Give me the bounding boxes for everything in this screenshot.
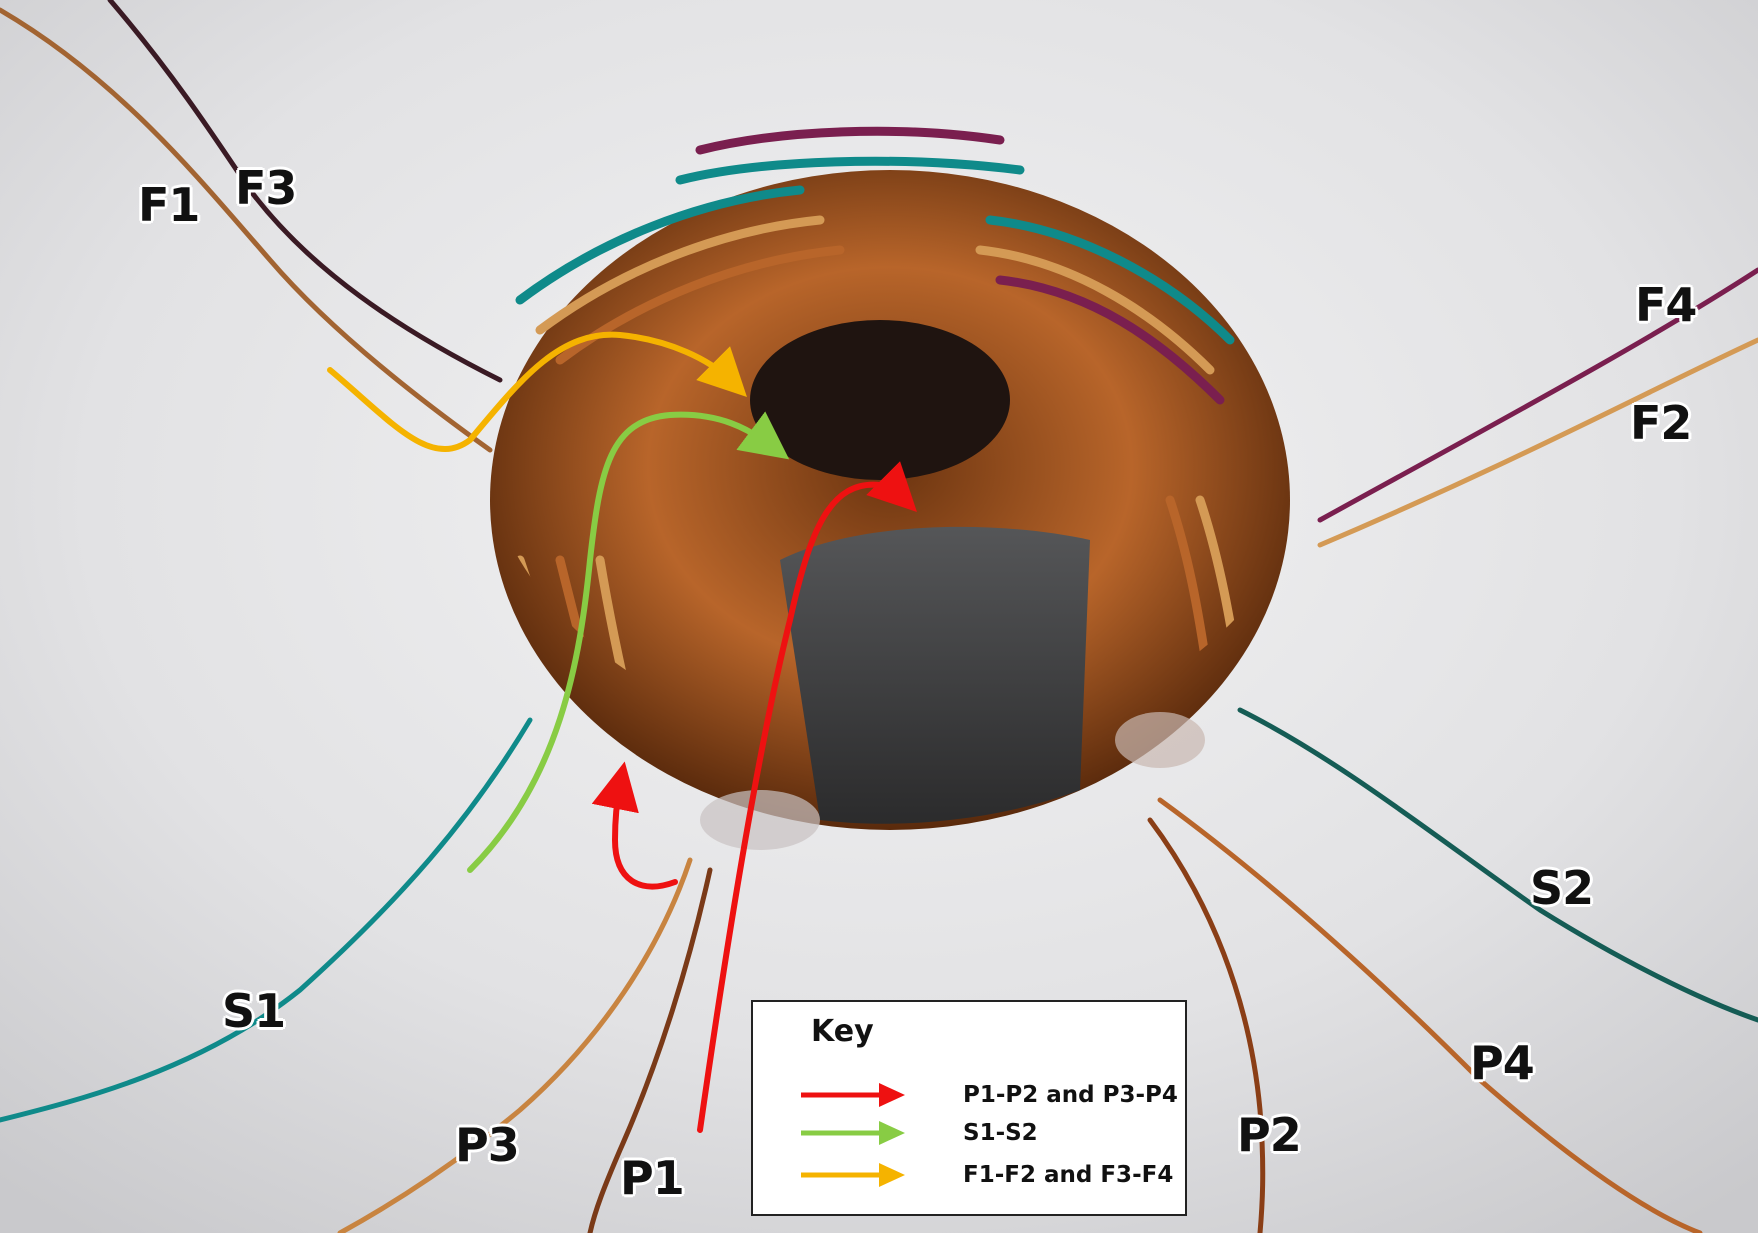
yellow-arrow-icon [801, 1163, 905, 1187]
red-arrow-icon [801, 1083, 905, 1107]
key-title: Key [811, 1014, 874, 1049]
label-f4: F4 [1635, 278, 1697, 332]
red-flow-arrow-small [591, 761, 678, 890]
key-item-feedback: F1-F2 and F3-F4 [799, 1160, 1179, 1190]
label-f1: F1 [138, 178, 200, 232]
label-s1: S1 [222, 984, 286, 1038]
key-item-primary: P1-P2 and P3-P4 [799, 1080, 1179, 1110]
key-legend: Key P1-P2 and P3-P4 S1-S2 F1-F2 and F3-F… [751, 1000, 1187, 1216]
label-p3: P3 [455, 1118, 520, 1172]
green-arrow-icon [801, 1121, 905, 1145]
key-item-label: P1-P2 and P3-P4 [963, 1082, 1178, 1108]
label-p2: P2 [1237, 1108, 1302, 1162]
label-p4: P4 [1470, 1036, 1535, 1090]
key-item-label: S1-S2 [963, 1120, 1038, 1146]
label-p1: P1 [620, 1151, 685, 1205]
label-f2: F2 [1630, 396, 1692, 450]
key-item-label: F1-F2 and F3-F4 [963, 1162, 1174, 1188]
label-f3: F3 [235, 161, 297, 215]
label-s2: S2 [1530, 861, 1594, 915]
red-flow-arrow-main [697, 461, 917, 1133]
key-item-secondary: S1-S2 [799, 1118, 1179, 1148]
flow-arrows [327, 331, 917, 1133]
yellow-flow-arrow [327, 331, 747, 453]
green-flow-arrow [467, 411, 790, 873]
